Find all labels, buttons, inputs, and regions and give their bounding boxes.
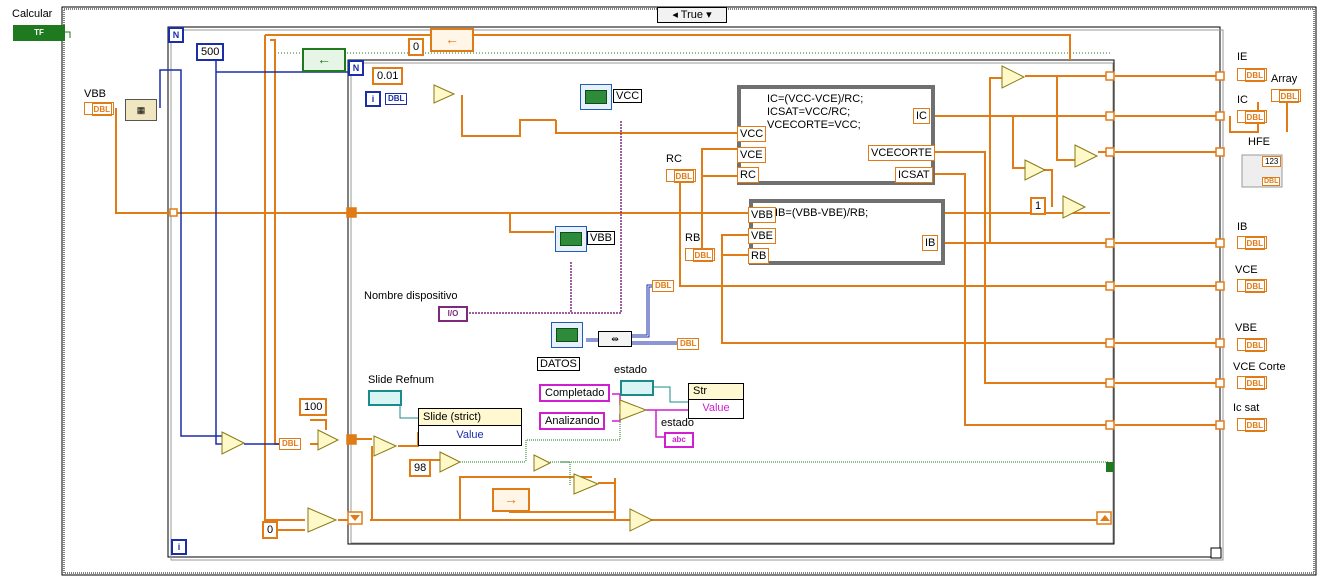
dbl-tag: DBL: [1244, 339, 1265, 352]
ic-sat-indicator: DBL: [1237, 418, 1267, 432]
dbl-tag: DBL: [1244, 377, 1265, 390]
slide-refnum-label: Slide Refnum: [368, 374, 435, 386]
estado-label-ref: estado: [614, 364, 648, 376]
vbe-indicator-label: VBE: [1235, 322, 1258, 334]
case-selector-value: True: [680, 9, 703, 21]
ie-indicator: DBL: [1237, 68, 1267, 82]
dbl-tag: DBL: [1244, 69, 1265, 82]
hfe-array-dbl: DBL: [1262, 177, 1281, 186]
array-indicator: DBL: [1271, 89, 1301, 103]
vce-corte-indicator: DBL: [1237, 376, 1267, 390]
formula2-output-ib: IB: [922, 235, 939, 251]
dbl-wire-label-vbe: DBL: [677, 338, 700, 350]
formula-line: VCECORTE=VCC;: [767, 119, 861, 131]
daq-assistant-vcc-icon[interactable]: [580, 84, 612, 110]
nombre-dispositivo-label: Nombre dispositivo: [364, 290, 458, 302]
slide-value-property: Value: [456, 429, 484, 441]
daq-assistant-datos-icon[interactable]: [551, 322, 583, 348]
daq-vcc-label: VCC: [613, 89, 643, 103]
estado-property-node[interactable]: Str Value: [688, 383, 744, 419]
constant-0-top[interactable]: 0: [408, 38, 425, 56]
daq-vbb-label: VBB: [587, 231, 616, 245]
rc-control[interactable]: DBL: [666, 169, 696, 183]
build-array-icon: ▦: [125, 99, 157, 121]
ib-indicator: DBL: [1237, 236, 1267, 250]
constant-1[interactable]: 1: [1030, 197, 1047, 215]
hfe-indicator-label: HFE: [1248, 136, 1270, 148]
hfe-array-index: 123: [1262, 156, 1282, 167]
formula2-input-vbb: VBB: [748, 207, 777, 223]
inner-loop-count-terminal[interactable]: N: [348, 60, 364, 76]
daq-datos-label: DATOS: [537, 357, 580, 371]
constant-100[interactable]: 100: [299, 398, 328, 416]
to-dbl-conversion: DBL: [385, 93, 408, 105]
dbl-wire-label-loop: DBL: [279, 438, 302, 450]
estado-refnum-control[interactable]: [620, 380, 654, 396]
rb-control[interactable]: DBL: [685, 248, 715, 262]
feedback-node-icon: ←: [430, 28, 474, 52]
formula-node-base[interactable]: IB=(VBB-VBE)/RB;: [749, 199, 945, 265]
analizando-string-constant[interactable]: Analizando: [539, 412, 606, 430]
calcular-label: Calcular: [12, 8, 53, 20]
formula2-input-vbe: VBE: [748, 228, 777, 244]
ib-indicator-label: IB: [1237, 221, 1248, 233]
dbl-tag: DBL: [673, 170, 694, 183]
estado-indicator-label: estado: [661, 417, 695, 429]
calcular-boolean-control[interactable]: TF: [13, 25, 65, 41]
dbl-tag: DBL: [1244, 237, 1265, 250]
formula-line: IB=(VBB-VBE)/RB;: [775, 207, 869, 219]
ic-indicator-label: IC: [1237, 94, 1248, 106]
vbb-control-label: VBB: [84, 88, 107, 100]
formula2-input-rb: RB: [748, 248, 770, 264]
dbl-tag: DBL: [1278, 90, 1299, 103]
dbl-tag: DBL: [692, 249, 713, 262]
array-indicator-label: Array: [1271, 73, 1298, 85]
daq-assistant-vbb-icon[interactable]: [555, 226, 587, 252]
green-feedback-node-icon: ←: [302, 48, 346, 72]
vce-corte-indicator-label: VCE Corte: [1233, 361, 1286, 373]
constant-0-bottom[interactable]: 0: [262, 521, 279, 539]
vce-indicator: DBL: [1237, 279, 1267, 293]
formula-line: IC=(VCC-VCE)/RC;: [767, 93, 864, 105]
formula1-input-rc: RC: [737, 167, 759, 183]
split-signals-icon: ⇹: [598, 331, 632, 347]
formula1-input-vce: VCE: [737, 147, 766, 163]
dbl-tag: DBL: [1244, 280, 1265, 293]
bottom-feedback-node-icon: →: [492, 488, 530, 512]
formula1-input-vcc: VCC: [737, 126, 767, 142]
outer-loop-count-terminal[interactable]: N: [168, 27, 184, 43]
estado-property-node-title: Str: [689, 384, 743, 400]
rc-control-label: RC: [666, 153, 682, 165]
constant-98[interactable]: 98: [409, 459, 432, 477]
slide-property-node[interactable]: Slide (strict) Value: [418, 408, 522, 446]
dbl-tag: DBL: [1244, 419, 1265, 432]
inner-loop-iteration-terminal: i: [365, 91, 381, 107]
formula1-output-ic: IC: [913, 108, 930, 124]
vce-indicator-label: VCE: [1235, 264, 1258, 276]
formula1-output-icsat: ICSAT: [895, 167, 933, 183]
outer-loop-iteration-terminal: i: [171, 539, 187, 555]
constant-0.01[interactable]: 0.01: [372, 67, 404, 85]
constant-500[interactable]: 500: [196, 43, 225, 61]
chevron-down-icon[interactable]: ▾: [706, 9, 712, 21]
ic-sat-indicator-label: Ic sat: [1233, 402, 1260, 414]
slide-property-node-title: Slide (strict): [419, 409, 521, 426]
estado-value-property: Value: [702, 402, 730, 414]
estado-string-indicator: abc: [664, 432, 694, 448]
case-selector[interactable]: ◂ True ▾: [657, 7, 727, 23]
completado-string-constant[interactable]: Completado: [539, 384, 611, 402]
nombre-dispositivo-control[interactable]: I/O: [438, 306, 468, 322]
case-prev-icon[interactable]: ◂: [672, 9, 678, 21]
ic-indicator: DBL: [1237, 110, 1267, 124]
formula-line: ICSAT=VCC/RC;: [767, 106, 851, 118]
vbb-control[interactable]: DBL: [84, 102, 114, 116]
ie-indicator-label: IE: [1237, 51, 1248, 63]
slide-refnum-control[interactable]: [368, 390, 402, 406]
formula1-output-vcecorte: VCECORTE: [868, 145, 935, 161]
dbl-wire-label-vce: DBL: [652, 280, 675, 292]
dbl-tag: DBL: [91, 103, 112, 116]
vbe-indicator: DBL: [1237, 338, 1267, 352]
dbl-tag: DBL: [1244, 111, 1265, 124]
rb-control-label: RB: [685, 232, 701, 244]
